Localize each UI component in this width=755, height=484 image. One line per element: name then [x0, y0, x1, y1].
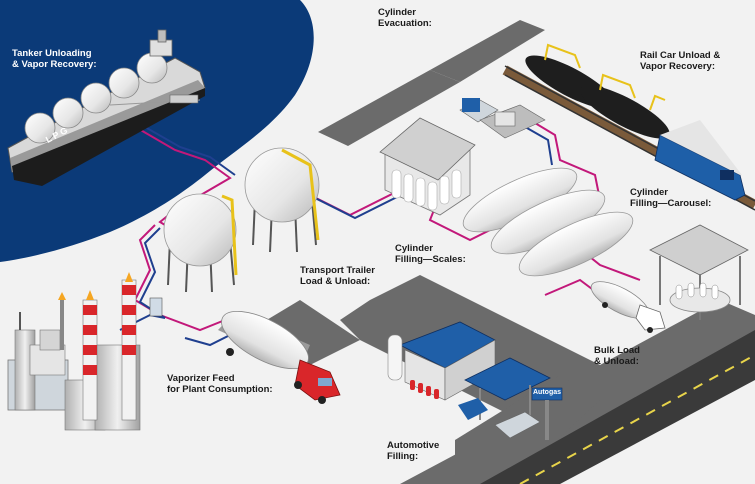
label-automotive-filling: Automotive Filling: [387, 440, 440, 462]
label-cylinder-scales: Cylinder Filling—Scales: [395, 243, 466, 265]
cylinder-evacuation-equipment [459, 98, 546, 139]
cylinder-carousel-pavilion [649, 224, 749, 320]
label-cylinder-carousel: Cylinder Filling—Carousel: [630, 187, 712, 209]
label-bulk-load: Bulk Load & Unload: [594, 345, 640, 367]
sea [0, 0, 314, 262]
label-transport-trailer: Transport Trailer Load & Unload: [300, 265, 375, 287]
sphere-tank-right [244, 147, 320, 253]
bullet-tank-3 [518, 211, 634, 277]
power-plant [7, 272, 163, 431]
locomotive [654, 120, 746, 201]
autogas-sign: Autogas [533, 389, 561, 396]
label-cylinder-evacuation: Cylinder Evacuation: [378, 7, 432, 29]
label-tanker-unloading: Tanker Unloading & Vapor Recovery: [12, 48, 97, 70]
rail-tank-cars [525, 43, 670, 139]
sphere-tank-left [163, 193, 238, 293]
highway [480, 330, 755, 484]
label-vaporizer-feed: Vaporizer Feed for Plant Consumption: [167, 373, 273, 395]
transport-trailer-truck [218, 310, 341, 404]
label-rail-car-unload: Rail Car Unload & Vapor Recovery: [640, 50, 721, 72]
lpg-tanker-ship [7, 29, 206, 186]
bulk-load-truck [590, 281, 666, 333]
cylinder-storage-shed [379, 117, 476, 216]
autogas-station [387, 321, 563, 440]
